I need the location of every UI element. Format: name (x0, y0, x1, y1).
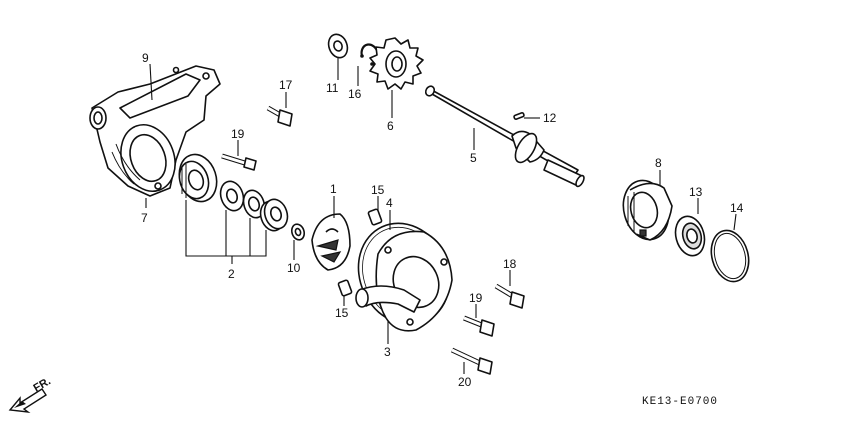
callout-20: 20 (458, 375, 472, 389)
callout-19-lower: 19 (469, 291, 483, 305)
callout-6: 6 (387, 119, 394, 133)
diagram-code: KE13-E0700 (642, 396, 718, 408)
bearing[interactable] (671, 213, 708, 259)
dowel-pin-upper[interactable] (367, 208, 383, 226)
callout-7: 7 (141, 211, 148, 225)
washer-10[interactable] (290, 223, 306, 242)
callout-15-upper: 15 (371, 183, 385, 197)
dowel-pin-lower[interactable] (337, 279, 353, 297)
callout-3: 3 (384, 345, 391, 359)
callout-15-lower: 15 (335, 306, 349, 320)
bolt-18[interactable] (494, 283, 525, 309)
callout-10: 10 (287, 261, 301, 275)
leader-lines (145, 58, 737, 374)
callout-14: 14 (730, 201, 744, 215)
pump-housing[interactable] (89, 65, 221, 199)
callout-9: 9 (142, 51, 149, 65)
callout-labels: 9 7 2 19 17 10 1 15 4 15 3 11 16 6 5 12 … (141, 51, 744, 389)
callout-18: 18 (503, 257, 517, 271)
callout-13: 13 (689, 185, 703, 199)
bolt-17[interactable] (266, 105, 293, 127)
callout-11: 11 (326, 81, 339, 95)
callout-1: 1 (330, 182, 337, 196)
callout-19-upper: 19 (231, 127, 245, 141)
pump-cover[interactable] (355, 230, 453, 332)
bolt-19-upper[interactable] (221, 153, 257, 171)
bolt-20[interactable] (450, 347, 493, 375)
callout-4: 4 (386, 196, 393, 210)
shaft-pin[interactable] (513, 112, 525, 120)
front-label: FR. (32, 375, 53, 394)
callout-17: 17 (279, 78, 293, 92)
pump-drive-gear[interactable] (369, 37, 424, 90)
callout-5: 5 (470, 151, 477, 165)
bearing-holder[interactable] (617, 175, 675, 244)
callout-8: 8 (655, 156, 662, 170)
mechanical-seal[interactable] (173, 150, 222, 207)
oil-seal[interactable] (257, 196, 291, 233)
pump-shaft[interactable] (424, 85, 586, 188)
callout-16: 16 (348, 87, 362, 101)
front-direction-arrow: FR. (8, 375, 53, 413)
bolt-19-lower[interactable] (463, 315, 495, 337)
seal-washer-a[interactable] (217, 178, 247, 213)
washer-11[interactable] (325, 32, 350, 61)
callout-12: 12 (543, 111, 557, 125)
o-ring[interactable] (706, 226, 754, 286)
impeller[interactable] (311, 213, 351, 271)
seal-washer-b[interactable] (240, 188, 268, 221)
callout-2: 2 (228, 267, 235, 281)
